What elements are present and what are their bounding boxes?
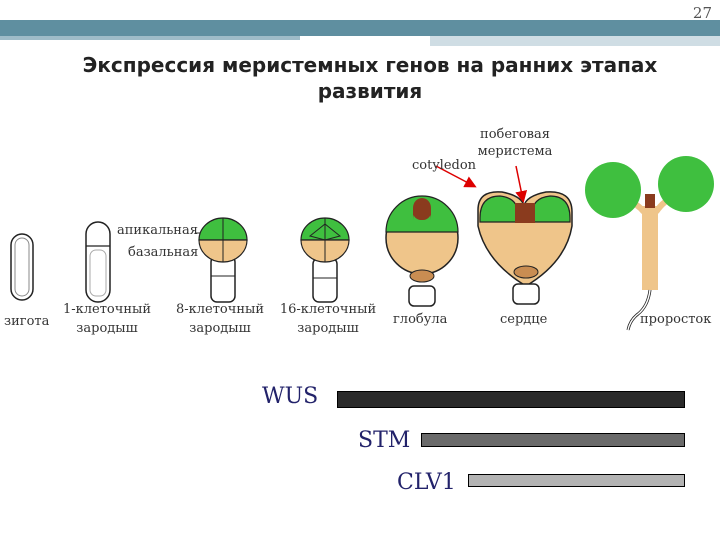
stage-sixteen-cell: 16-клеточный зародыш [272,300,384,338]
gene-label-wus: WUS [262,384,319,409]
stage-eight-cell: 8-клеточный зародыш [165,300,275,338]
label-cotyledon: cotyledon [412,158,477,173]
label-apical: апикальная [117,223,198,238]
header-bar [0,20,720,36]
label-shoot-meristem-line2: меристема [477,144,553,159]
globule-embryo [385,195,459,307]
stage-seedling: проросток [640,312,712,327]
seedling-plant [585,156,714,331]
gene-label-stm: STM [358,428,411,453]
header-accent-line [0,36,300,40]
stage-sixteen-cell-line1: 16-клеточный [279,302,377,317]
gene-label-clv1: CLV1 [397,470,456,495]
stage-one-cell-line1: 1-клеточный [62,302,152,317]
stage-eight-cell-line2: зародыш [189,321,251,336]
label-basal: базальная [128,245,199,260]
zygote-embryo [10,233,34,301]
stage-sixteen-cell-line2: зародыш [297,321,359,336]
cotyledon-arrow [435,165,477,188]
gene-bar-clv1 [468,474,685,487]
slide-title: Экспрессия меристемных генов на ранних э… [82,53,658,103]
label-shoot-meristem: побеговая меристема [470,126,560,160]
stage-eight-cell-line1: 8-клеточный [175,302,265,317]
sixteen-cell-embryo [300,217,350,303]
stage-zygote: зигота [4,314,50,329]
stage-one-cell-line2: зародыш [76,321,138,336]
label-shoot-meristem-line1: побеговая [480,127,550,142]
page-number: 27 [692,4,712,22]
stage-one-cell: 1-клеточный зародыш [52,300,162,338]
heart-embryo [477,191,573,305]
header-accent-block [430,36,720,46]
meristem-arrow [515,165,528,203]
eight-cell-embryo [198,217,248,303]
gene-bar-wus [337,391,685,408]
stage-heart: сердце [500,312,548,327]
one-cell-embryo [85,221,111,303]
gene-bar-stm [421,433,685,447]
stage-globule: глобула [393,312,448,327]
